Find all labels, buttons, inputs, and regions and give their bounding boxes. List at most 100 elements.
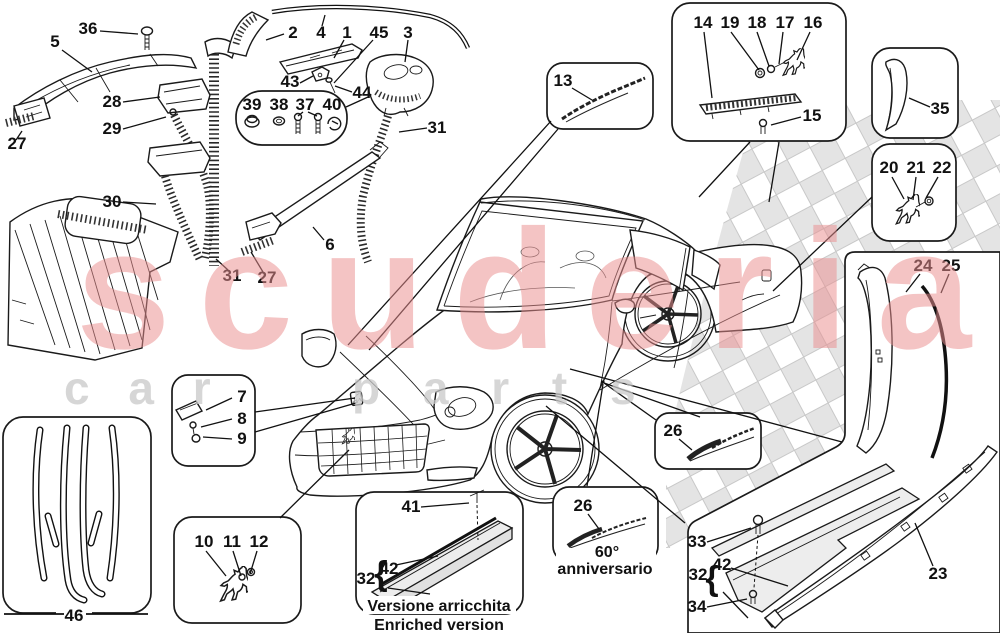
part-23-sill-cover	[763, 445, 998, 629]
callout-6-20: 6	[325, 235, 334, 254]
front-wheel	[490, 394, 600, 504]
fastener-detail-box	[235, 90, 348, 146]
callout-31-16: 31	[223, 266, 242, 285]
pin-21-icon	[915, 201, 926, 208]
callout-36-0: 36	[79, 19, 98, 38]
part-27-strip	[5, 112, 35, 127]
part-44-screw	[329, 81, 336, 94]
pin-8-icon	[189, 421, 197, 435]
clip-9-icon	[191, 433, 201, 443]
callout-35-28: 35	[931, 99, 950, 118]
callout-10-37: 10	[195, 532, 214, 551]
callout-42-47: 42	[713, 555, 732, 574]
callout-27-18: 27	[8, 134, 27, 153]
callout-24-32: 24	[914, 256, 933, 275]
callout-39-9: 39	[243, 95, 262, 114]
part-43-bracket	[311, 66, 330, 82]
door-badge-box-26	[654, 412, 762, 470]
callout-32-43: 32	[357, 569, 376, 588]
nut-22-icon	[924, 196, 934, 206]
brace-32-left: {	[374, 555, 387, 593]
nut-39-icon	[244, 114, 260, 128]
script-badge-icon	[561, 76, 646, 123]
screw-33-icon	[752, 514, 764, 534]
washer-11-icon	[238, 573, 246, 581]
part-30-bracket	[147, 141, 211, 177]
pin-17-icon	[774, 62, 784, 68]
callout-23-50: 23	[929, 564, 948, 583]
callout-27-17: 27	[258, 268, 277, 287]
callout-38-10: 38	[270, 95, 289, 114]
watermark-word-parts: p a r t s	[352, 362, 651, 414]
plate-14-icon	[698, 93, 803, 120]
callout-2-2: 2	[288, 23, 297, 42]
callout-26-45: 26	[574, 496, 593, 515]
badge-box-7	[171, 374, 256, 467]
headlight-far	[301, 328, 337, 368]
moulding-strips	[32, 424, 120, 604]
screws-37-icon	[293, 112, 323, 134]
washer-38-icon	[272, 116, 286, 126]
callout-1-4: 1	[342, 23, 351, 42]
callout-41-41: 41	[402, 497, 421, 516]
callout-7-34: 7	[237, 387, 246, 406]
roof-line	[480, 200, 646, 221]
anniversary-badge-box: 60° anniversario	[552, 486, 659, 578]
badge-7-icon	[174, 400, 204, 421]
callout-12-39: 12	[250, 532, 269, 551]
callout-34-49: 34	[688, 597, 707, 616]
callout-14-22: 14	[694, 13, 713, 32]
callout-29-14: 29	[103, 119, 122, 138]
part-31-right-seal	[356, 114, 392, 264]
callout-26-44: 26	[664, 421, 683, 440]
nut-18-icon	[766, 64, 776, 74]
enriched-version-box: Versione arricchita	[355, 489, 524, 615]
callout-4-3: 4	[316, 23, 326, 42]
callout-25-33: 25	[942, 256, 961, 275]
part-24-pillar-trim	[856, 263, 893, 454]
anniversary-degree-label: 60°	[595, 544, 619, 561]
screw-36-icon	[140, 26, 154, 50]
callout-44-8: 44	[353, 83, 372, 102]
part-29-hose	[170, 113, 214, 259]
grille-mesh	[317, 424, 428, 475]
windshield-trim-parts	[227, 4, 471, 264]
mouldings-box-46	[2, 416, 152, 621]
washer-19-icon	[754, 67, 766, 79]
script-badge-26-icon	[686, 426, 756, 462]
callout-32-48: 32	[689, 565, 708, 584]
scuttle-panel	[7, 195, 179, 361]
callout-21-30: 21	[907, 158, 926, 177]
car-illustration	[288, 196, 803, 504]
part-25-gasket	[920, 284, 949, 459]
part-5-end	[13, 97, 51, 127]
quarter-window	[691, 249, 721, 291]
screw-34-icon	[748, 589, 758, 604]
callout-16-26: 16	[804, 13, 823, 32]
callout-11-38: 11	[223, 532, 241, 551]
callout-28-13: 28	[103, 92, 122, 111]
callout-9-36: 9	[237, 429, 246, 448]
script-badge-box-13	[546, 62, 654, 130]
callout-46-40: 46	[65, 606, 84, 625]
callout-15-27: 15	[803, 106, 822, 125]
callout-30-15: 30	[103, 192, 122, 211]
callout-5-1: 5	[50, 32, 59, 51]
version-en-label: Enriched version	[374, 617, 504, 633]
front-door-window	[629, 229, 691, 292]
headlight-near	[433, 386, 494, 430]
leader-lines	[4, 14, 950, 619]
watermark-word-car: c a r	[64, 362, 224, 414]
callout-22-31: 22	[933, 158, 952, 177]
trim-box-35	[871, 47, 959, 139]
watermark: scuderia c a r p a r t s	[64, 195, 971, 414]
callout-18-24: 18	[748, 13, 767, 32]
callout-33-46: 33	[688, 532, 707, 551]
callout-42-42: 42	[380, 559, 399, 578]
part-2-vent-panel	[227, 11, 270, 57]
callout-17-25: 17	[776, 13, 795, 32]
part-6-trim	[240, 141, 389, 256]
callout-8-35: 8	[237, 409, 246, 428]
